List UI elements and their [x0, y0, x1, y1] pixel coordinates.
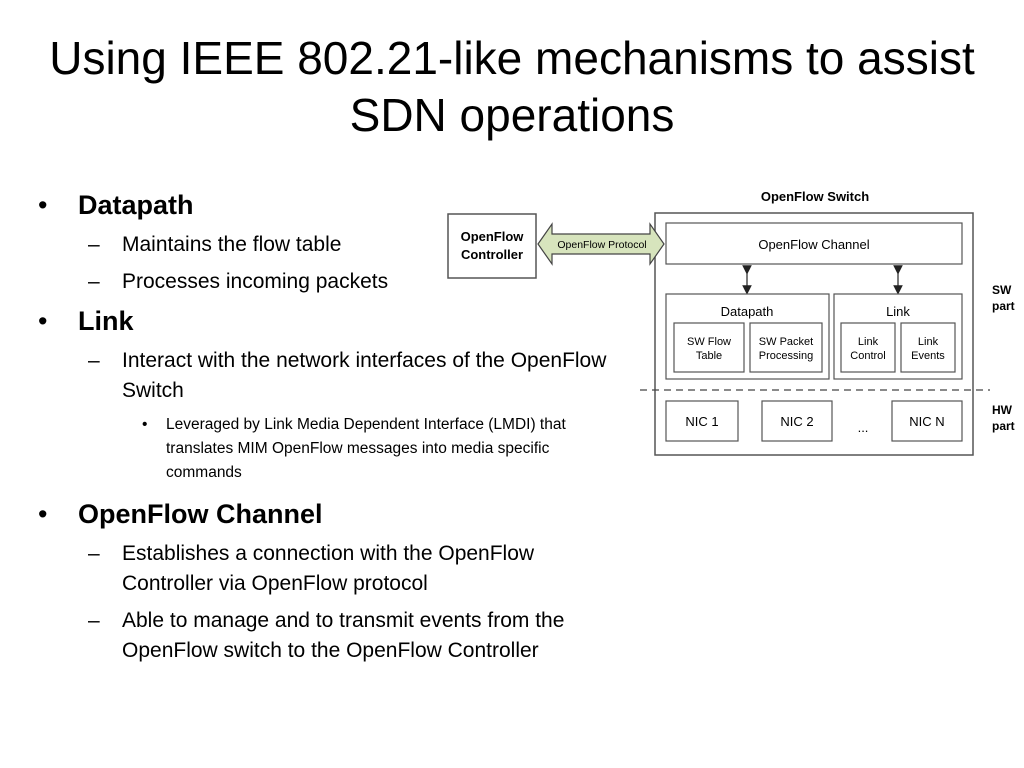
link-label: Link [886, 304, 910, 319]
sw-part-label-2: part [992, 299, 1015, 313]
dash-marker: – [88, 270, 100, 293]
link-events-label-1: Link [918, 336, 939, 348]
bullet-marker: • [142, 416, 148, 433]
protocol-label: OpenFlow Protocol [557, 239, 646, 251]
bullet-label: Datapath [78, 190, 194, 220]
bullet-label: OpenFlow Channel [78, 499, 323, 529]
sub-bullet-text: Processes incoming packets [122, 270, 389, 293]
sub-bullet: – Interact with the network interfaces o… [36, 346, 616, 406]
sw-part-label-1: SW [992, 283, 1012, 297]
sub-bullet-text: Establishes a connection with the OpenFl… [122, 542, 535, 595]
openflow-channel-label: OpenFlow Channel [758, 237, 869, 252]
nic-2-box [761, 400, 833, 442]
datapath-label: Datapath [721, 304, 774, 319]
bullet-openflow-channel: • OpenFlow Channel [36, 497, 616, 531]
dash-marker: – [88, 233, 100, 256]
bullet-list: • Datapath – Maintains the flow table – … [36, 188, 616, 673]
link-control-label-1: Link [858, 336, 879, 348]
sw-packet-box [749, 322, 823, 373]
dash-marker: – [88, 542, 100, 565]
controller-label-2: Controller [461, 247, 523, 262]
sw-packet-label-1: SW Packet [759, 336, 813, 348]
bullet-label: Link [78, 306, 134, 336]
sub-sub-bullet-text: Leveraged by Link Media Dependent Interf… [166, 416, 566, 481]
sub-sub-bullet: • Leveraged by Link Media Dependent Inte… [36, 413, 616, 485]
sub-bullet-text: Interact with the network interfaces of … [122, 349, 607, 402]
nic-n-box [891, 400, 963, 442]
sub-bullet: – Establishes a connection with the Open… [36, 539, 616, 599]
dash-marker: – [88, 609, 100, 632]
sw-flow-label-1: SW Flow [687, 336, 731, 348]
bullet-link: • Link [36, 304, 616, 338]
slide-title: Using IEEE 802.21-like mechanisms to ass… [49, 32, 975, 141]
sw-flow-table-box [673, 322, 745, 373]
openflow-channel-box [665, 222, 963, 265]
link-events-label-2: Events [911, 350, 945, 362]
openflow-switch-diagram: OpenFlow Switch OpenFlow Controller Open… [447, 189, 1015, 456]
switch-title: OpenFlow Switch [761, 189, 869, 204]
bullet-marker: • [38, 190, 48, 220]
nic-n-label: NIC N [909, 414, 944, 429]
sub-bullet-text: Maintains the flow table [122, 233, 342, 256]
dash-marker: – [88, 349, 100, 372]
link-control-box [840, 322, 896, 373]
hw-part-label-2: part [992, 419, 1015, 433]
controller-box [447, 213, 537, 279]
nic-2-label: NIC 2 [780, 414, 813, 429]
nic-1-box [665, 400, 739, 442]
controller-label-1: OpenFlow [461, 229, 525, 244]
sub-bullet: – Processes incoming packets [36, 267, 616, 297]
hw-part-label-1: HW [992, 403, 1013, 417]
protocol-arrow [537, 222, 665, 266]
bullet-datapath: • Datapath [36, 188, 616, 222]
sw-flow-label-2: Table [696, 350, 722, 362]
link-events-box [900, 322, 956, 373]
bullet-marker: • [38, 306, 48, 336]
link-control-label-2: Control [850, 350, 885, 362]
nic-ellipsis: ... [858, 420, 869, 435]
sub-bullet: – Maintains the flow table [36, 230, 616, 260]
sub-bullet: – Able to manage and to transmit events … [36, 606, 616, 666]
sw-packet-label-2: Processing [759, 350, 813, 362]
sub-bullet-text: Able to manage and to transmit events fr… [122, 609, 565, 662]
bullet-marker: • [38, 499, 48, 529]
nic-1-label: NIC 1 [685, 414, 718, 429]
